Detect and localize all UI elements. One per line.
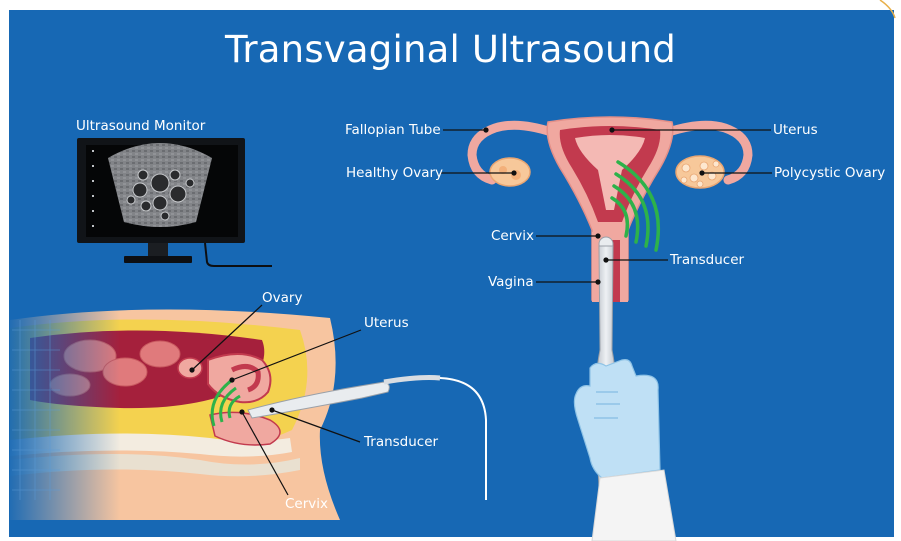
corner-decoration [880, 0, 895, 18]
label-cervix-front: Cervix [491, 228, 534, 244]
healthy-ovary [490, 158, 530, 186]
ovary-side [178, 358, 202, 378]
label-uterus-side: Uterus [364, 315, 409, 331]
monitor-illustration [77, 138, 272, 266]
label-uterus-front: Uterus [773, 122, 818, 138]
label-polycystic-ovary: Polycystic Ovary [774, 165, 885, 181]
probe-cable [440, 378, 486, 500]
label-ovary-side: Ovary [262, 290, 302, 306]
label-transducer-side: Transducer [364, 434, 438, 450]
lab-coat-sleeve [592, 470, 676, 541]
label-cervix-side: Cervix [285, 496, 328, 512]
front-view-uterus [472, 117, 748, 541]
label-fallopian-tube: Fallopian Tube [345, 122, 441, 138]
label-transducer-front: Transducer [670, 252, 744, 268]
label-ultrasound-monitor: Ultrasound Monitor [76, 118, 205, 134]
label-vagina: Vagina [488, 274, 534, 290]
side-view-anatomy [10, 300, 486, 530]
label-healthy-ovary: Healthy Ovary [346, 165, 443, 181]
diagram-title: Transvaginal Ultrasound [0, 28, 901, 71]
glove-hand [574, 360, 660, 478]
